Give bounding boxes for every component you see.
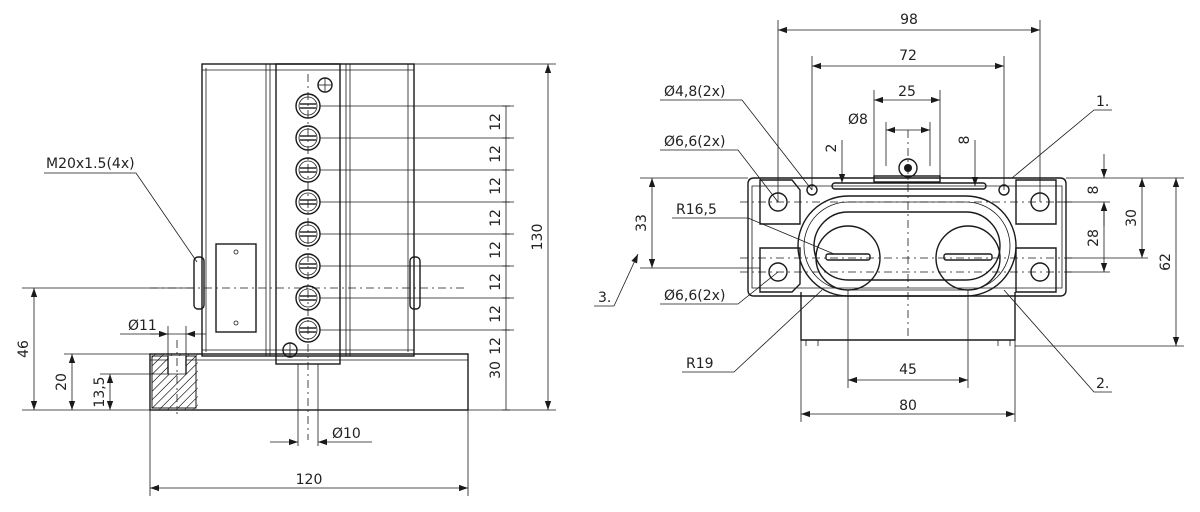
- front-base: [149, 353, 469, 411]
- dim-pitch-3: 12: [488, 177, 504, 195]
- screw-bottom: [282, 342, 298, 358]
- callout-1: 1.: [1096, 94, 1109, 110]
- dim-pitch-1: 12: [488, 113, 504, 131]
- dim-height-130: 130: [530, 224, 546, 251]
- label-r19: R19: [686, 356, 714, 372]
- dim-33: 33: [634, 214, 650, 232]
- dim-80: 80: [899, 398, 917, 414]
- dim-46: 46: [16, 340, 32, 358]
- dim-d11: Ø11: [128, 318, 157, 334]
- dim-bottom-30: 30: [488, 361, 504, 379]
- dim-45: 45: [899, 362, 917, 378]
- dim-72: 72: [899, 48, 917, 64]
- hole-d66-bottom-left: [768, 262, 788, 282]
- dim-pitch-5: 12: [488, 241, 504, 259]
- dim-pitch-2: 12: [488, 145, 504, 163]
- left-fitting: [193, 256, 205, 310]
- pitch-dim-line: [502, 105, 510, 411]
- dim-pitch-8: 12: [488, 337, 504, 355]
- dim-pitch-4: 12: [488, 209, 504, 227]
- dim-pitch-6: 12: [488, 273, 504, 291]
- dim-8-top: 8: [957, 136, 973, 145]
- top-knob: [898, 158, 918, 178]
- label-d66-bottom: Ø6,6(2x): [664, 288, 725, 304]
- dim-2: 2: [824, 144, 840, 153]
- callout-3: 3.: [598, 290, 611, 306]
- dim-28: 28: [1086, 229, 1102, 247]
- dim-13-5: 13,5: [92, 376, 108, 407]
- dim-d8: Ø8: [848, 112, 868, 128]
- obround-outer: [797, 195, 1017, 297]
- front-view: 12 12 12 12 12 12 12 12 30 130 46 20 13,…: [16, 63, 556, 496]
- side-view: 98 72 25 Ø8 2 8 33 8 30 28 62: [594, 12, 1184, 422]
- top-slot: [831, 182, 987, 190]
- dim-width-120: 120: [296, 472, 323, 488]
- label-d66-top: Ø6,6(2x): [664, 134, 725, 150]
- label-d48: Ø4,8(2x): [664, 84, 725, 100]
- dim-pitch-7: 12: [488, 305, 504, 323]
- side-flange: [747, 177, 1067, 297]
- label-r165: R16,5: [676, 202, 717, 218]
- dim-20: 20: [54, 373, 70, 391]
- right-fitting: [409, 256, 421, 310]
- dim-30: 30: [1124, 209, 1140, 227]
- dim-8-right: 8: [1086, 186, 1102, 195]
- dim-98: 98: [900, 12, 918, 28]
- dim-62: 62: [1158, 253, 1174, 271]
- callout-2: 2.: [1096, 376, 1109, 392]
- dim-25: 25: [898, 84, 916, 100]
- side-lower-body: [800, 292, 1016, 341]
- dim-d10: Ø10: [332, 426, 361, 442]
- thread-label: M20x1.5(4x): [46, 156, 135, 172]
- screw-top: [317, 77, 333, 93]
